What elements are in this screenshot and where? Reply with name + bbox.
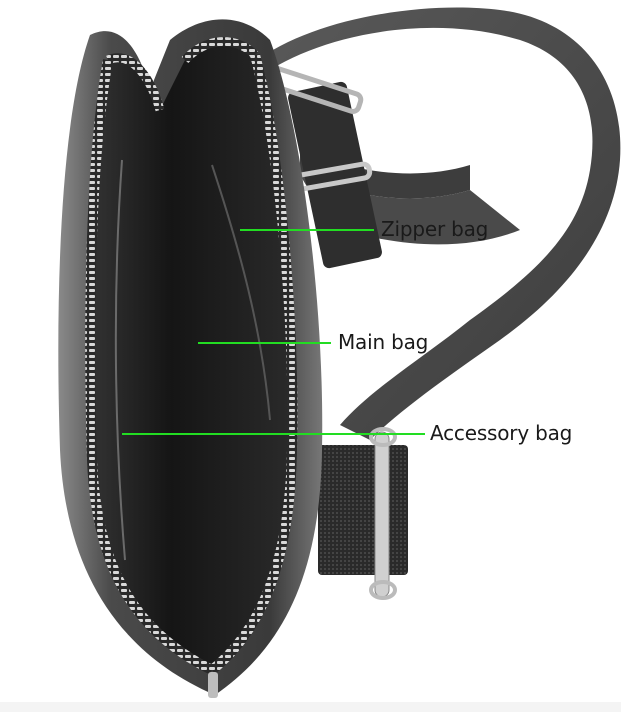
main-bag-label: Main bag <box>338 330 429 354</box>
accessory-bag-label: Accessory bag <box>430 421 573 445</box>
zipper-bag-leader-line <box>240 229 374 231</box>
accessory-bag-leader-line <box>122 433 425 435</box>
lower-strap-loop <box>318 427 408 600</box>
bag-body <box>58 19 323 698</box>
main-bag-leader-line <box>198 342 331 344</box>
zipper-bag-label: Zipper bag <box>381 217 489 241</box>
bottom-band <box>0 702 621 712</box>
